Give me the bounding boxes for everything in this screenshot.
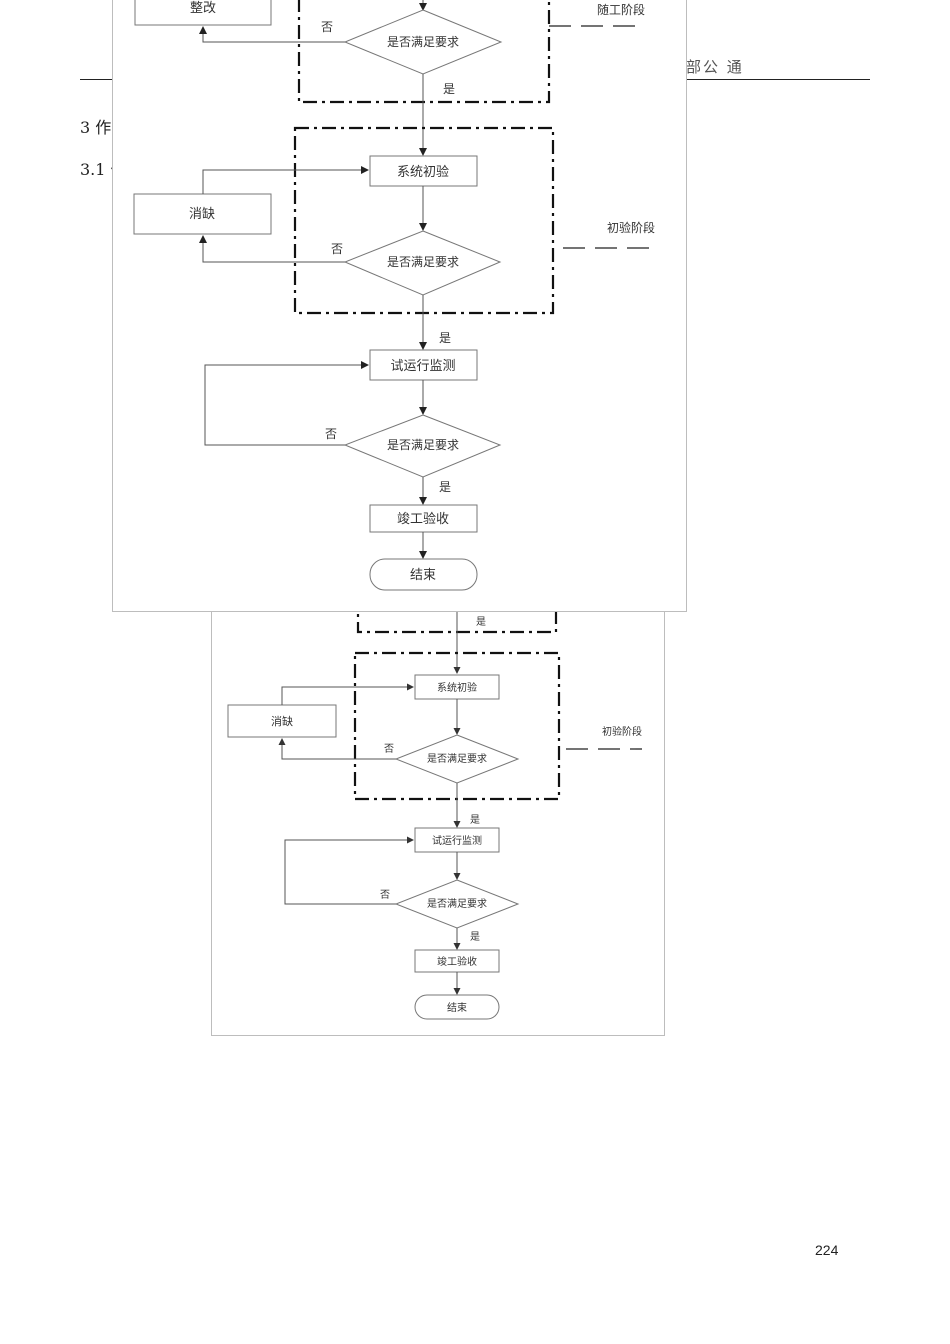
- rectify-label: 整改: [190, 1, 216, 16]
- decision-label-2: 是否满足要求: [427, 898, 487, 910]
- stage-initial-label: 初验阶段: [607, 220, 655, 235]
- stage-construction-label: 随工阶段: [597, 2, 645, 17]
- trial-monitor-label: 试运行监测: [432, 834, 482, 847]
- initial-check-box: [369, 155, 478, 187]
- section-3-heading: 3 作: [80, 118, 112, 137]
- yes-label: 是: [470, 814, 480, 826]
- fix-defects-label: 消缺: [189, 207, 215, 222]
- end-label: 结束: [447, 1001, 467, 1014]
- decision-label-trial: 是否满足要求: [387, 438, 459, 452]
- yes-label: 是: [439, 480, 451, 494]
- yes-label: 是: [443, 82, 455, 96]
- decision-label-construction: 是否满足要求: [387, 35, 459, 49]
- fix-defects-box: [227, 704, 337, 738]
- yes-label: 是: [439, 331, 451, 345]
- no-label: 否: [321, 20, 333, 34]
- initial-check-label: 系统初验: [437, 681, 477, 694]
- initial-check-label: 系统初验: [397, 164, 449, 180]
- header-fragment: 部公 通: [686, 58, 744, 76]
- no-label: 否: [384, 743, 394, 755]
- end-terminal: [369, 558, 478, 591]
- no-label: 否: [331, 242, 343, 256]
- initial-check-box: [414, 674, 500, 700]
- end-terminal: [414, 994, 500, 1020]
- decision-label-1: 是否满足要求: [427, 753, 487, 765]
- no-label: 否: [380, 889, 390, 901]
- fix-defects-label: 消缺: [271, 714, 293, 728]
- fix-defects-box: [133, 193, 272, 235]
- stage-initial-box: [293, 126, 555, 315]
- completion-label: 竣工验收: [397, 511, 449, 527]
- page-number: 224: [815, 1242, 839, 1258]
- end-label: 结束: [410, 568, 436, 583]
- no-label: 否: [325, 427, 337, 441]
- stage-initial-label: 初验阶段: [602, 725, 642, 738]
- completion-label: 竣工验收: [437, 955, 477, 968]
- rectify-box: [134, 0, 272, 26]
- flowchart-image-front: 整改 是否满足要求 否 随工阶段 是 系统初验 是否满足要求 消缺 否 初验阶段…: [112, 0, 687, 612]
- decision-label-initial: 是否满足要求: [387, 255, 459, 269]
- yes-label: 是: [470, 931, 480, 943]
- flowchart-image-back: 是 系统初验 是否满足要求 消缺 否 初验阶段 是 试运行监测 是否满足要求 否…: [211, 540, 665, 1036]
- trial-monitor-label: 试运行监测: [390, 359, 455, 374]
- yes-label: 是: [476, 616, 486, 628]
